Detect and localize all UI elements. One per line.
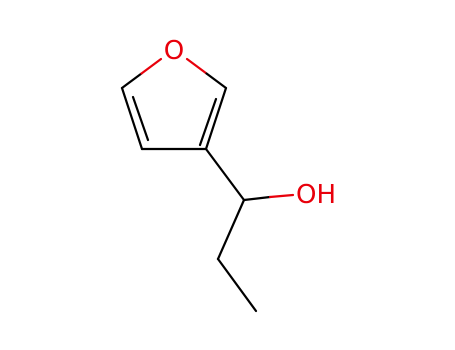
bond-c6-o7-oxygen-half xyxy=(268,193,295,199)
bond-o1-c2-carbon-half xyxy=(205,72,228,90)
propanol-chain xyxy=(204,147,295,313)
ring-oxygen-label: O xyxy=(164,36,184,66)
bond-o1-c2-oxygen-half xyxy=(185,57,208,75)
bond-c5-o1-oxygen-half xyxy=(140,57,163,75)
bond-c2-c3-inner xyxy=(198,97,218,147)
bond-c4-c5 xyxy=(120,86,144,151)
bond-c4-c5-inner xyxy=(131,95,150,142)
bond-c2-c3 xyxy=(204,86,228,151)
hydroxyl-label: OH xyxy=(296,180,336,210)
bond-c5-o1-carbon-half xyxy=(120,72,143,90)
bond-c6-c8 xyxy=(216,198,246,261)
furan-ring xyxy=(120,57,228,151)
bond-c3-c6 xyxy=(204,147,246,202)
bond-c8-c9 xyxy=(216,257,258,313)
bond-c6-o7-carbon-half xyxy=(242,195,272,202)
